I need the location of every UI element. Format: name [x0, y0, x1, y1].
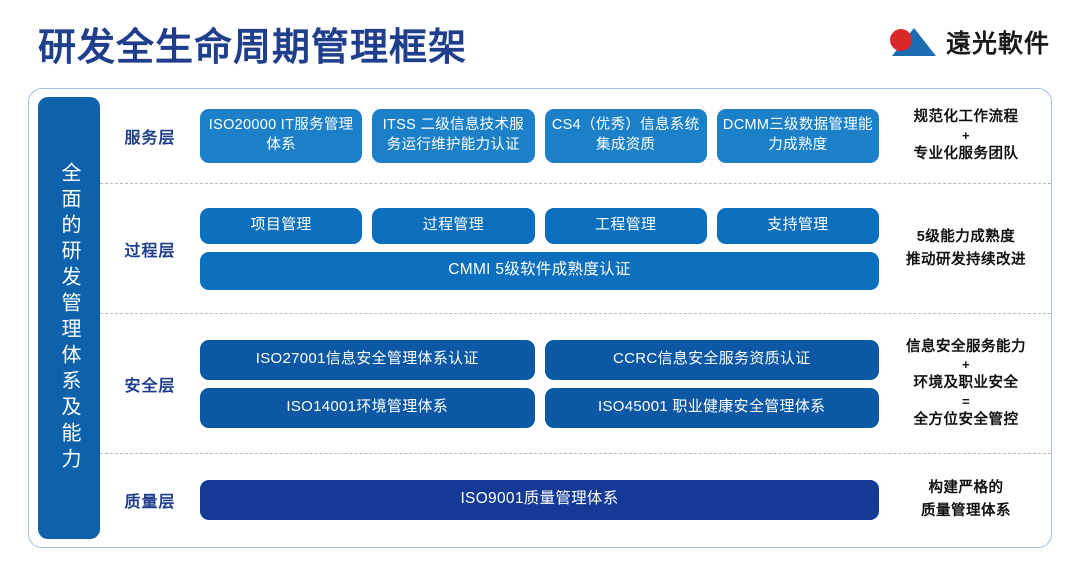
note-line: 全方位安全管控 [913, 412, 1019, 429]
framework-card: 全面的研发管理体系及能力 服务层 ISO20000 IT服务管理体系 ITSS … [28, 88, 1052, 548]
note-line: 环境及职业安全 [913, 375, 1019, 392]
layer-row-security: 安全层 ISO27001信息安全管理体系认证 CCRC信息安全服务资质认证 IS… [100, 313, 1051, 453]
security-box[interactable]: ISO45001 职业健康安全管理体系 [544, 387, 879, 428]
layer-rows: 服务层 ISO20000 IT服务管理体系 ITSS 二级信息技术服务运行维护能… [100, 89, 1051, 547]
layer-label-service: 服务层 [124, 130, 176, 147]
page-title: 研发全生命周期管理框架 [38, 27, 468, 69]
box-line: ISO20000 IT服务管理体系 ITSS 二级信息技术服务运行维护能力认证 … [200, 109, 879, 163]
page-header: 研发全生命周期管理框架 遠光軟件 [0, 0, 1080, 86]
note-line: 质量管理体系 [921, 502, 1011, 519]
layer-note-service: 规范化工作流程 + 专业化服务团队 [887, 106, 1051, 165]
layer-content-service: ISO20000 IT服务管理体系 ITSS 二级信息技术服务运行维护能力认证 … [200, 109, 887, 163]
note-line: 专业化服务团队 [913, 146, 1019, 163]
layer-label-process: 过程层 [124, 242, 176, 260]
sidebar-label: 全面的研发管理体系及能力 [58, 162, 80, 474]
process-box[interactable]: 项目管理 [200, 207, 363, 244]
note-line: 规范化工作流程 [913, 109, 1019, 126]
framework-body: 全面的研发管理体系及能力 服务层 ISO20000 IT服务管理体系 ITSS … [29, 89, 1051, 547]
process-box[interactable]: 过程管理 [372, 207, 535, 244]
company-logo: 遠光軟件 [884, 24, 1050, 60]
layer-row-process: 过程层 项目管理 过程管理 工程管理 支持管理 CMMI 5级软件成熟度认证 5… [100, 183, 1051, 313]
note-operator: = [961, 393, 971, 409]
security-box[interactable]: ISO27001信息安全管理体系认证 [200, 339, 535, 380]
cert-box[interactable]: ITSS 二级信息技术服务运行维护能力认证 [372, 109, 535, 163]
note-line: 信息安全服务能力 [906, 338, 1026, 355]
layer-content-process: 项目管理 过程管理 工程管理 支持管理 CMMI 5级软件成熟度认证 [200, 207, 887, 290]
box-line: 项目管理 过程管理 工程管理 支持管理 [200, 207, 879, 244]
cert-box[interactable]: CS4（优秀）信息系统集成资质 [544, 109, 707, 163]
note-line: 构建严格的 [928, 480, 1004, 497]
note-line: 5级能力成熟度 [916, 229, 1016, 246]
layer-note-process: 5级能力成熟度 推动研发持续改进 [887, 226, 1051, 271]
layer-row-service: 服务层 ISO20000 IT服务管理体系 ITSS 二级信息技术服务运行维护能… [100, 89, 1051, 183]
layer-content-security: ISO27001信息安全管理体系认证 CCRC信息安全服务资质认证 ISO140… [200, 339, 887, 428]
red-circle-blue-triangle-icon [884, 26, 938, 58]
layer-note-security: 信息安全服务能力 + 环境及职业安全 = 全方位安全管控 [887, 336, 1051, 432]
security-box[interactable]: ISO14001环境管理体系 [200, 387, 535, 428]
note-line: 推动研发持续改进 [906, 251, 1026, 268]
sidebar-vertical-banner: 全面的研发管理体系及能力 [38, 97, 100, 539]
box-line: ISO27001信息安全管理体系认证 CCRC信息安全服务资质认证 [200, 339, 879, 380]
layer-label-security: 安全层 [124, 377, 176, 395]
layer-row-quality: 质量层 ISO9001质量管理体系 构建严格的 质量管理体系 [100, 453, 1051, 545]
security-box[interactable]: CCRC信息安全服务资质认证 [544, 339, 879, 380]
layer-label-quality: 质量层 [124, 493, 176, 511]
process-box[interactable]: 支持管理 [716, 207, 879, 244]
cmmi-certification-bar[interactable]: CMMI 5级软件成熟度认证 [200, 251, 879, 290]
company-name: 遠光軟件 [945, 30, 1050, 58]
cert-box[interactable]: ISO20000 IT服务管理体系 [200, 109, 363, 163]
process-box[interactable]: 工程管理 [544, 207, 707, 244]
cert-box[interactable]: DCMM三级数据管理能力成熟度 [716, 109, 879, 163]
layer-content-quality: ISO9001质量管理体系 [200, 479, 887, 520]
note-operator: + [961, 356, 971, 372]
box-line: ISO14001环境管理体系 ISO45001 职业健康安全管理体系 [200, 387, 879, 428]
layer-note-quality: 构建严格的 质量管理体系 [887, 477, 1051, 522]
note-operator: + [961, 127, 971, 143]
quality-certification-bar[interactable]: ISO9001质量管理体系 [200, 479, 879, 520]
